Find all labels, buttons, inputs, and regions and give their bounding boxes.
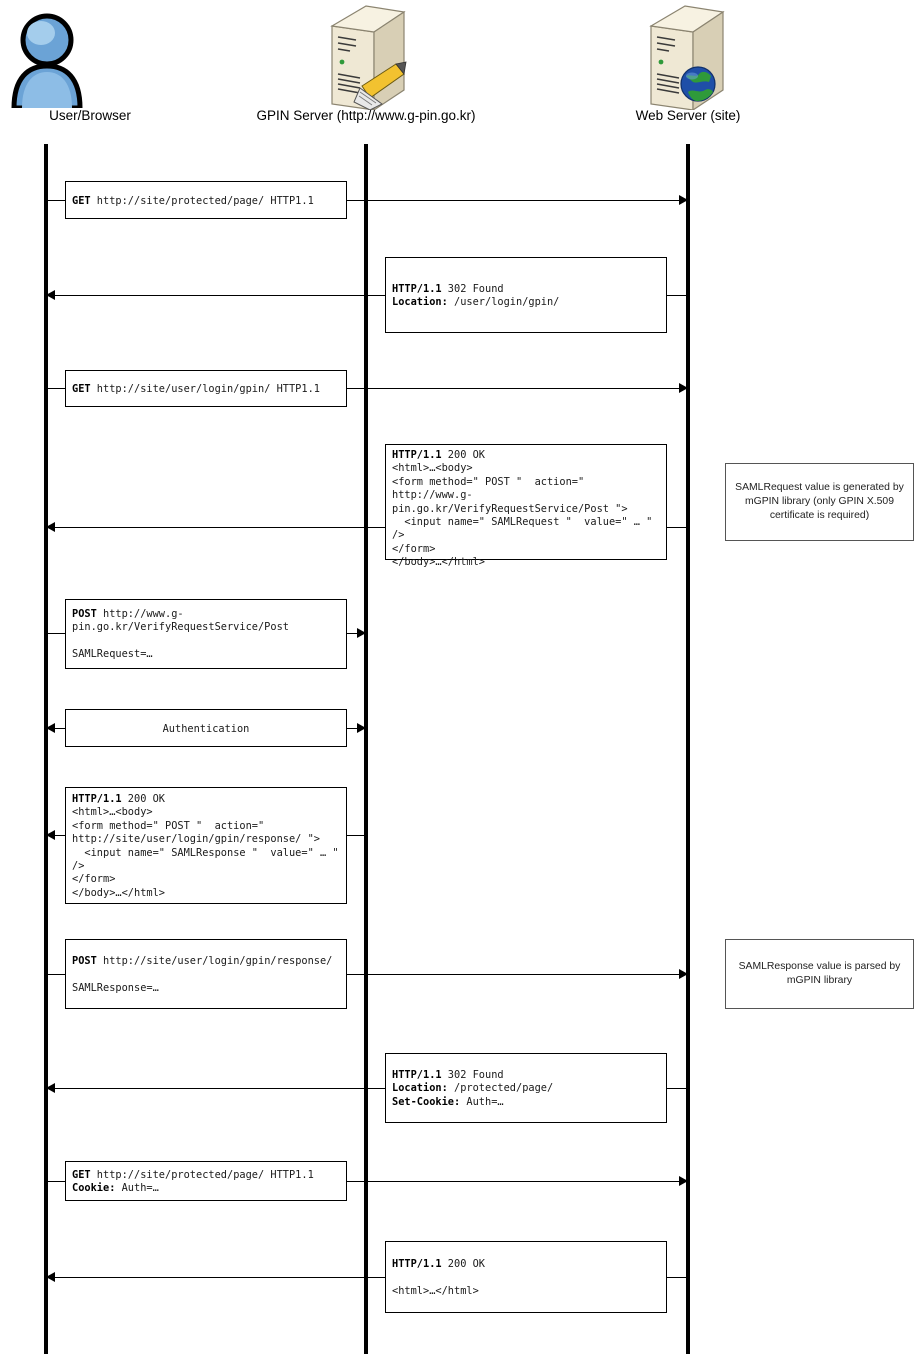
actor-label-gpin: GPIN Server (http://www.g-pin.go.kr) [256, 108, 476, 123]
gpin-login-form-response[interactable]: HTTP/1.1 200 OK<html>…<body><form method… [385, 444, 667, 568]
message-line: HTTP/1.1 302 Found [392, 282, 504, 295]
message-line: Set-Cookie: Auth=… [392, 1095, 504, 1108]
lifeline-gpin [364, 144, 368, 1354]
arrow-line [46, 1181, 688, 1182]
message-line: <input name=" SAMLResponse " value=" … "… [72, 846, 345, 873]
actor-label-user: User/Browser [49, 108, 131, 123]
samlresponse-form-from-gpin[interactable]: HTTP/1.1 200 OK<html>…<body><form method… [65, 787, 347, 904]
message-line: SAMLResponse=… [72, 981, 159, 994]
post-samlresponse-to-site[interactable]: POST http://site/user/login/gpin/respons… [65, 939, 347, 1009]
message-line: GET http://site/user/login/gpin/ HTTP1.1 [72, 383, 320, 395]
message-line: HTTP/1.1 200 OK [392, 1258, 486, 1270]
arrow-head-left [46, 830, 55, 840]
message-line: </body>…</html> [392, 556, 485, 569]
message-line: HTTP/1.1 200 OK [72, 793, 166, 805]
message-line: <html>…<body> [392, 462, 473, 475]
authentication-exchange[interactable]: Authentication [65, 709, 347, 747]
arrow-head-left [46, 522, 55, 532]
message-line: </body>…</html> [72, 886, 165, 899]
message-line: Authentication [162, 722, 250, 735]
arrow-line [46, 388, 688, 389]
message-line: POST http://site/user/login/gpin/respons… [72, 955, 333, 967]
arrow-head-left [46, 723, 55, 733]
message-line: GET http://site/protected/page/ HTTP1.1 [72, 194, 314, 207]
message-line: Location: /protected/page/ [392, 1082, 554, 1095]
message-line: </form> [392, 542, 436, 555]
get-gpin-login-request[interactable]: GET http://site/user/login/gpin/ HTTP1.1 [65, 370, 347, 407]
lifeline-user [44, 144, 48, 1354]
arrow-line [46, 200, 688, 201]
message-line: <form method=" POST " action=" http://ww… [392, 475, 628, 515]
server-pen-icon [326, 4, 410, 112]
arrow-head-right [679, 195, 688, 205]
get-protected-page-request[interactable]: GET http://site/protected/page/ HTTP1.1 [65, 181, 347, 219]
arrow-head-right [357, 628, 366, 638]
note-text: SAMLRequest value is generated by mGPIN … [735, 482, 904, 521]
arrow-head-left [46, 1083, 55, 1093]
arrow-line [46, 1088, 688, 1089]
user-avatar-icon [8, 8, 86, 111]
lifeline-web [686, 144, 690, 1354]
message-line: <html>…<body> [72, 806, 153, 819]
message-line: POST http://www.g-pin.go.kr/VerifyReques… [72, 608, 289, 634]
arrow-line [46, 527, 688, 528]
protected-page-ok-response[interactable]: HTTP/1.1 200 OK <html>…</html> [385, 1241, 667, 1313]
arrow-line [46, 974, 688, 975]
message-line [392, 1271, 662, 1284]
message-line: Cookie: Auth=… [72, 1181, 159, 1194]
post-samlrequest-to-gpin[interactable]: POST http://www.g-pin.go.kr/VerifyReques… [65, 599, 347, 669]
note-samlresponse-parsing: SAMLResponse value is parsed by mGPIN li… [725, 939, 914, 1009]
note-samlrequest-generation: SAMLRequest value is generated by mGPIN … [725, 463, 914, 541]
message-line: <html>…</html> [392, 1284, 479, 1297]
message-line: GET http://site/protected/page/ HTTP1.1 [72, 1168, 314, 1181]
note-text: SAMLResponse value is parsed by mGPIN li… [738, 961, 901, 986]
arrow-head-left [46, 1272, 55, 1282]
message-line: SAMLRequest=… [72, 648, 153, 661]
message-line: <form method=" POST " action=" http://si… [72, 819, 320, 846]
message-line: Location: /user/login/gpin/ [392, 295, 560, 308]
arrow-head-right [679, 383, 688, 393]
arrow-head-left [46, 290, 55, 300]
server-globe-icon [645, 4, 729, 112]
message-line [72, 968, 342, 981]
arrow-head-right [679, 1176, 688, 1186]
arrow-line [46, 1277, 688, 1278]
message-line: </form> [72, 873, 116, 886]
message-line: <input name=" SAMLRequest " value=" … " … [392, 516, 659, 542]
actor-label-web: Web Server (site) [635, 108, 741, 123]
arrow-head-right [679, 969, 688, 979]
message-line: HTTP/1.1 302 Found [392, 1069, 504, 1081]
message-line [72, 635, 342, 648]
arrow-head-right [357, 723, 366, 733]
message-line: HTTP/1.1 200 OK [392, 449, 486, 461]
arrow-line [46, 295, 688, 296]
